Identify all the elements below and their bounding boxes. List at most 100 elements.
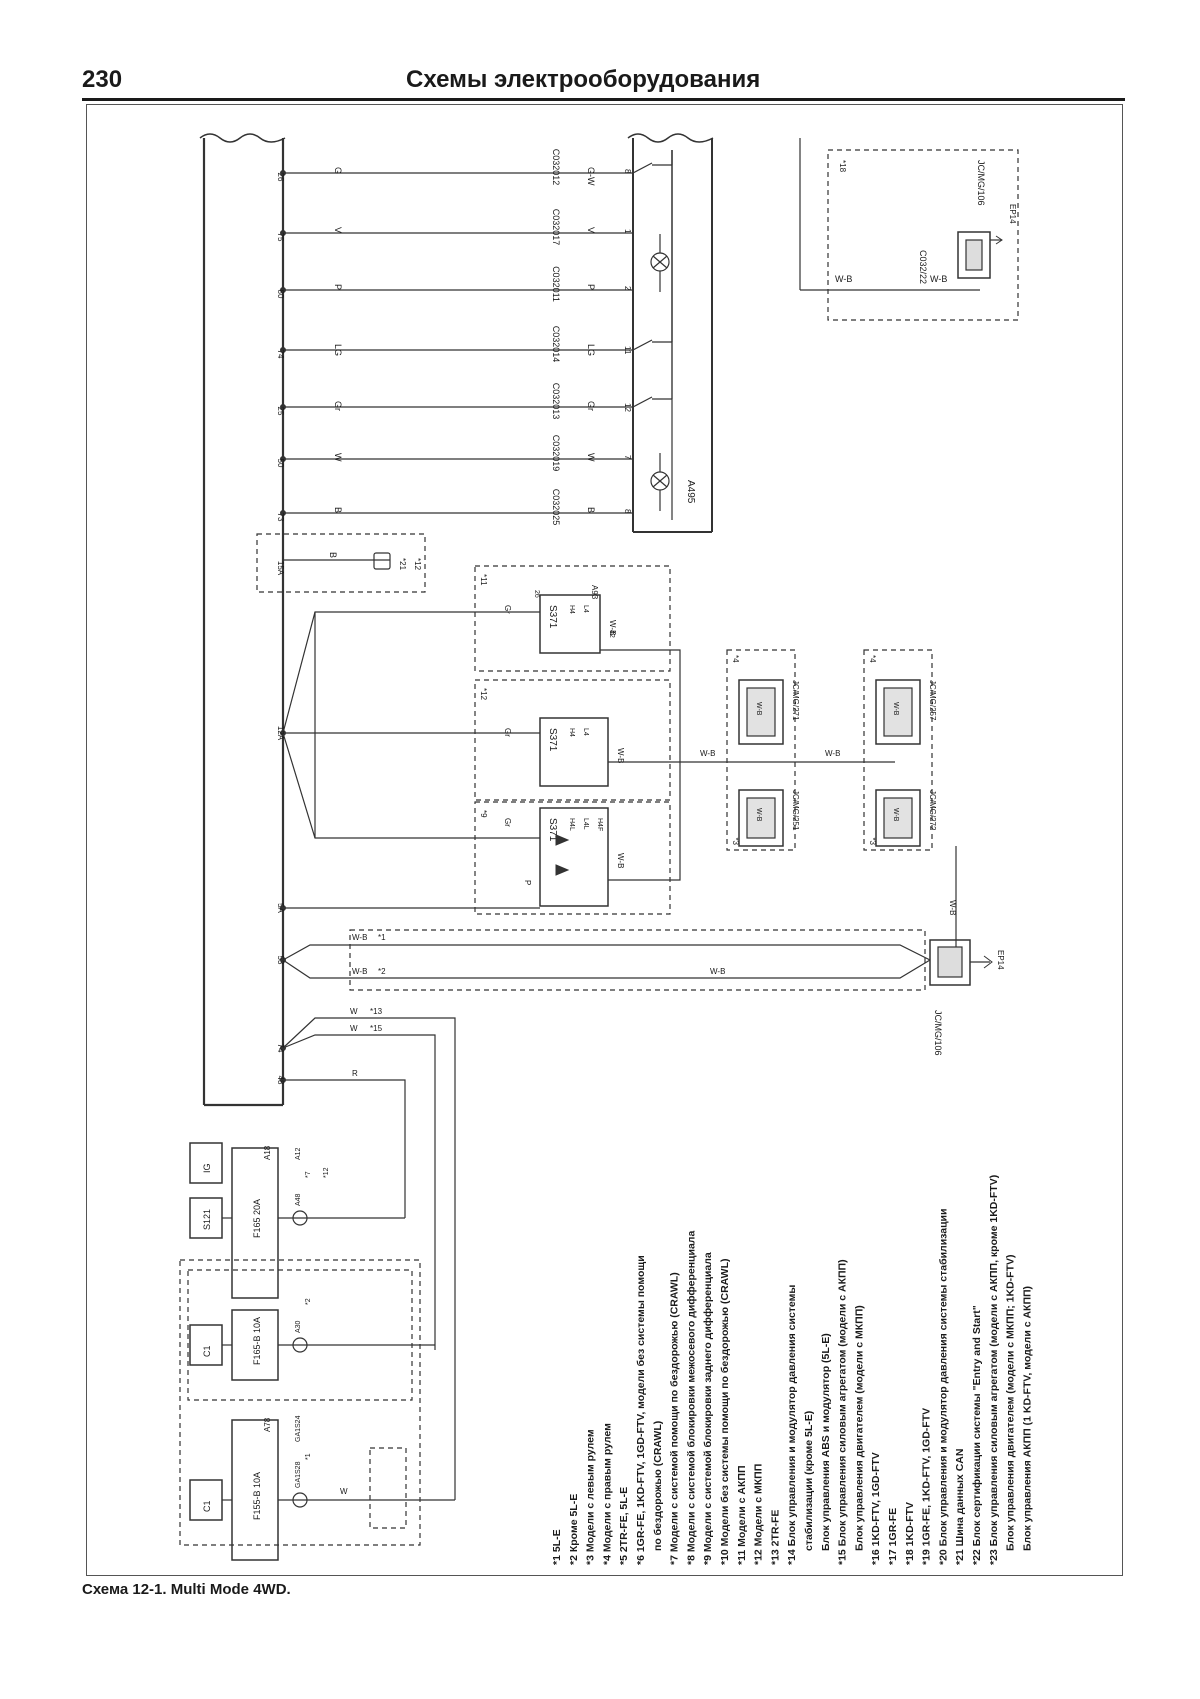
switch-name: S371 (547, 818, 558, 842)
junction-b-bottom-label: JC/MG/272 (928, 790, 937, 831)
junction-c-label: JC/MG/106 (933, 1010, 943, 1056)
ecu-lower-pin: 12A (276, 726, 285, 741)
switch-note: *12 (479, 688, 488, 701)
terminal-wire-label: B (586, 507, 596, 513)
fuse-connector-label: A12 (295, 1147, 302, 1160)
switch-name: S371 (547, 605, 558, 629)
page-number: 230 (82, 66, 123, 93)
footnote-line: *15 Блок управления силовым агрегатом (м… (837, 1259, 849, 1565)
can-line-2-mid-label: W-B (710, 967, 725, 976)
box-15a-mark: *21 (398, 558, 407, 571)
switch-body (539, 807, 609, 907)
junction-b-bottom-connector (875, 789, 921, 847)
footnote-line: *19 1GR-FE, 1KD-FTV, 1GD-FTV (921, 1408, 933, 1565)
lower-wire-w1-label: W (350, 1007, 358, 1016)
terminal-wire-label: V (586, 227, 596, 233)
terminal-wire-label: Gr (586, 401, 596, 411)
switch-note: *9 (479, 810, 488, 818)
terminal-number: 11 (623, 346, 632, 355)
footnote-line: *11 Модели с АКПП (736, 1465, 748, 1565)
footnote-line: *3 Модели с левым рулем (585, 1429, 597, 1565)
connector-label: C032012 (551, 149, 561, 186)
junction-b-top-label: JC/MG/257 (928, 680, 937, 721)
page-title: Схемы электрооборудования (406, 66, 761, 93)
connector-label: C032025 (551, 489, 561, 526)
footnote-line: по бездорожью (CRAWL) (652, 1421, 664, 1551)
top-right-connector-label: C032/22 (918, 250, 928, 284)
connector-label: C032014 (551, 326, 561, 363)
ecu-pin-dot (280, 729, 287, 736)
footnote-line: *10 Модели без системы помощи по бездоро… (719, 1259, 731, 1566)
connector-label: C032011 (551, 266, 561, 302)
footnote-line: Блок управления двигателем (модели с МКП… (853, 1305, 865, 1551)
terminal-number: 7 (623, 455, 632, 460)
terminal-number: 8 (623, 509, 632, 514)
switch-module-label: A495 (685, 480, 696, 504)
junction-b-wire-label: W-B (892, 702, 899, 716)
top-right-junction (957, 231, 991, 279)
fuse-connector-icon (292, 1337, 308, 1353)
junction-c-ground-label: EP14 (996, 950, 1005, 970)
footnote-line: *8 Модели с системой блокировки межосево… (685, 1231, 697, 1565)
wire-color-label: V (333, 227, 343, 233)
can-line-2-mark: *2 (378, 967, 386, 976)
indicator-lamp-icon (652, 255, 668, 269)
ground-icon (995, 235, 1003, 245)
wb-out-bot (608, 775, 681, 881)
footnote-line: *20 Блок управления и модулятор давления… (937, 1209, 949, 1565)
junction-b-note-top: *4 (868, 655, 877, 663)
footnote-line: *4 Модели с правым рулем (601, 1423, 613, 1565)
ecu-pin-dot (280, 1076, 287, 1083)
lower-wire-w2-mark: *15 (370, 1024, 383, 1033)
terminal-number: 1 (623, 229, 632, 234)
junction-b-top-connector (875, 679, 921, 745)
wire-color-label: G (333, 167, 343, 174)
switch-terminal-label: L4 (582, 728, 589, 736)
ecu-pin-number: 50 (276, 459, 285, 468)
junction-a-bottom-connector (738, 789, 784, 847)
junction-a-top-connector-inner (746, 687, 776, 737)
terminal-wire-label: P (586, 284, 596, 290)
figure-caption: Схема 12-1. Multi Mode 4WD. (82, 1581, 291, 1598)
ecu-pin-dot (280, 404, 287, 411)
junction-b-bottom-connector-inner (883, 797, 913, 839)
footnote-line: *2 Кроме 5L-E (568, 1494, 580, 1565)
box-15a-wire-label: B (328, 552, 338, 558)
ecu-pin-number: 80 (276, 290, 285, 299)
ecu-pin-number: 26 (276, 173, 285, 182)
wire-color-label: P (333, 284, 343, 290)
junction-a-note-bottom: *3 (731, 837, 740, 845)
switch-wire-in-label: Gr (503, 605, 512, 614)
ecu-pin-number: 25 (276, 407, 285, 416)
ecu-lower-pin: 74 (276, 1044, 285, 1053)
junction-a-note-top: *4 (731, 655, 740, 663)
junction-b-down-label: W-B (948, 900, 957, 915)
fuse-mark: *2 (305, 1298, 312, 1305)
can-dashed-box (349, 929, 926, 991)
fuse-label: F165 20A (252, 1199, 262, 1238)
switch-wire-in-label: Gr (503, 818, 512, 827)
ecu-pin-dot (280, 170, 287, 177)
top-right-junction-label: JC/MG/106 (976, 160, 986, 206)
switch-contact (632, 162, 653, 174)
diode-icon (555, 864, 570, 876)
switch-top-pin-out: 42 (608, 630, 615, 638)
ecu-pin-dot (280, 956, 287, 963)
terminal-wire-label: W (586, 453, 596, 462)
diode-icon (555, 834, 570, 846)
fuse-source-label: C1 (202, 1345, 212, 1357)
junction-b-top-connector-inner (883, 687, 913, 737)
junction-link-label: W-B (825, 749, 840, 758)
fuse-3-conn-dashed (369, 1447, 407, 1529)
fuse-connector-label: GA1S24 (295, 1415, 302, 1442)
switch-body (539, 594, 601, 654)
lower-wire-w2 (282, 1034, 436, 1350)
junction-a-bottom-connector-inner (746, 797, 776, 839)
switch-terminal-label: L4L (582, 818, 589, 830)
can-line-1 (282, 944, 931, 961)
fuse-source-box (189, 1479, 223, 1521)
footnote-line: *1 5L-E (551, 1529, 563, 1565)
top-right-note: *18 (838, 160, 847, 173)
junction-a-bottom-label: JC/MG/251 (791, 790, 800, 831)
wire-color-label: B (333, 507, 343, 513)
